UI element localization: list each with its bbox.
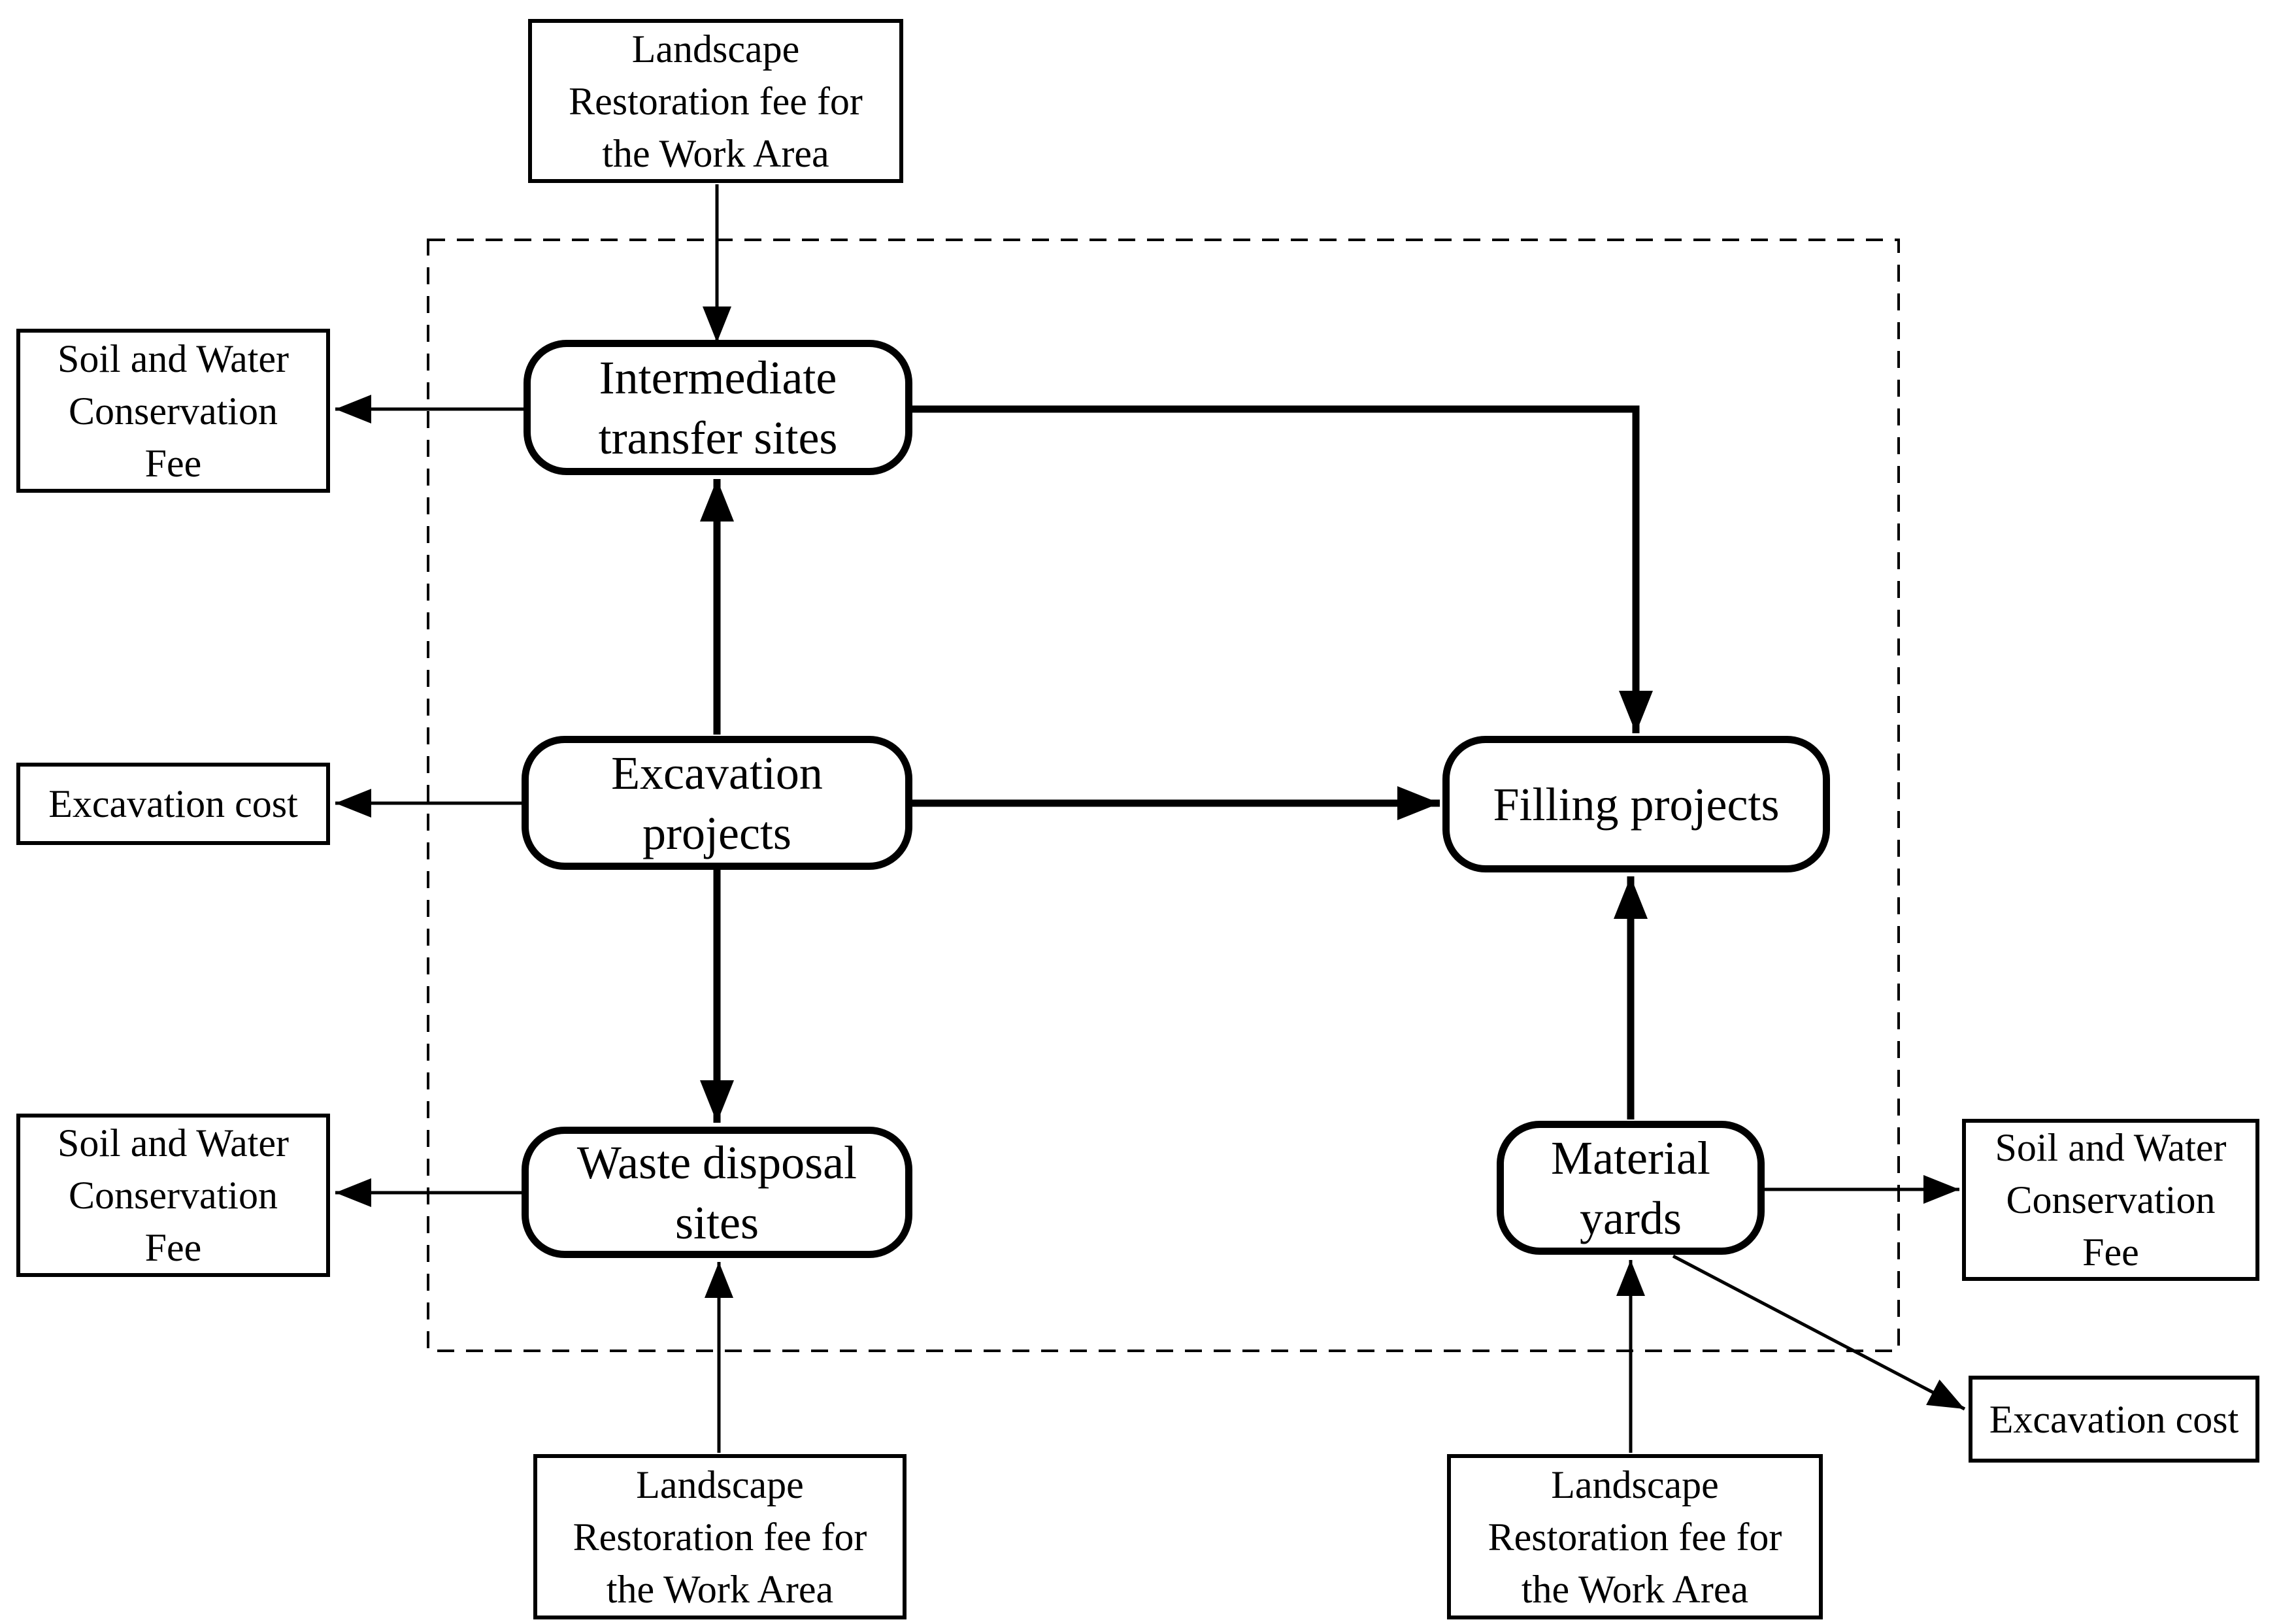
label-line: Excavation cost bbox=[48, 782, 298, 825]
label-line: Waste disposal bbox=[576, 1136, 857, 1189]
label-line: Soil and Water bbox=[1995, 1126, 2227, 1169]
label-line: Intermediate bbox=[599, 351, 837, 404]
edge-material-yards-to-excavation-cost-right bbox=[1672, 1254, 1966, 1411]
node-waste-disposal-sites: Waste disposal sites bbox=[522, 1127, 912, 1258]
label-line: Conservation bbox=[69, 389, 278, 433]
box-landscape-fee-bottom-right: Landscape Restoration fee for the Work A… bbox=[1447, 1454, 1823, 1619]
box-landscape-fee-bottom-left: Landscape Restoration fee for the Work A… bbox=[533, 1454, 907, 1619]
node-intermediate-transfer-sites: Intermediate transfer sites bbox=[524, 340, 912, 475]
node-filling-projects: Filling projects bbox=[1442, 736, 1830, 872]
label-line: Fee bbox=[144, 1226, 202, 1269]
node-excavation-projects: Excavation projects bbox=[522, 736, 912, 870]
box-landscape-fee-top: Landscape Restoration fee for the Work A… bbox=[528, 19, 903, 183]
label-line: Filling projects bbox=[1493, 778, 1780, 831]
label-line: the Work Area bbox=[602, 131, 829, 175]
label-line: projects bbox=[642, 806, 791, 859]
label-line: the Work Area bbox=[606, 1567, 834, 1611]
label-line: Conservation bbox=[69, 1174, 278, 1217]
label-line: Restoration fee for bbox=[569, 79, 863, 123]
label-line: yards bbox=[1580, 1191, 1682, 1244]
label-line: Conservation bbox=[2006, 1178, 2216, 1221]
node-material-yards: Material yards bbox=[1497, 1121, 1765, 1255]
label-line: Landscape bbox=[631, 27, 800, 71]
label-line: Excavation cost bbox=[1989, 1397, 2239, 1441]
label-line: Restoration fee for bbox=[573, 1515, 867, 1559]
box-soil-water-fee-top-left: Soil and Water Conservation Fee bbox=[16, 329, 330, 493]
system-boundary-dashed-box bbox=[427, 239, 1900, 1352]
label-line: sites bbox=[674, 1196, 759, 1249]
label-line: Fee bbox=[144, 441, 202, 485]
label-line: Soil and Water bbox=[58, 337, 289, 380]
label-line: Excavation bbox=[611, 746, 823, 799]
box-soil-water-fee-bottom-left: Soil and Water Conservation Fee bbox=[16, 1114, 330, 1277]
label-line: Material bbox=[1551, 1131, 1710, 1184]
label-line: Fee bbox=[2082, 1231, 2139, 1274]
box-excavation-cost-left: Excavation cost bbox=[16, 763, 330, 845]
box-excavation-cost-right: Excavation cost bbox=[1969, 1376, 2259, 1463]
label-line: Soil and Water bbox=[58, 1121, 289, 1165]
label-line: Landscape bbox=[636, 1463, 804, 1506]
label-line: transfer sites bbox=[598, 411, 838, 464]
box-soil-water-fee-right: Soil and Water Conservation Fee bbox=[1962, 1119, 2259, 1281]
label-line: Landscape bbox=[1551, 1463, 1719, 1506]
label-line: the Work Area bbox=[1521, 1567, 1749, 1611]
edge-intermediate-to-filling-elbow bbox=[911, 405, 1653, 733]
label-line: Restoration fee for bbox=[1488, 1515, 1782, 1559]
